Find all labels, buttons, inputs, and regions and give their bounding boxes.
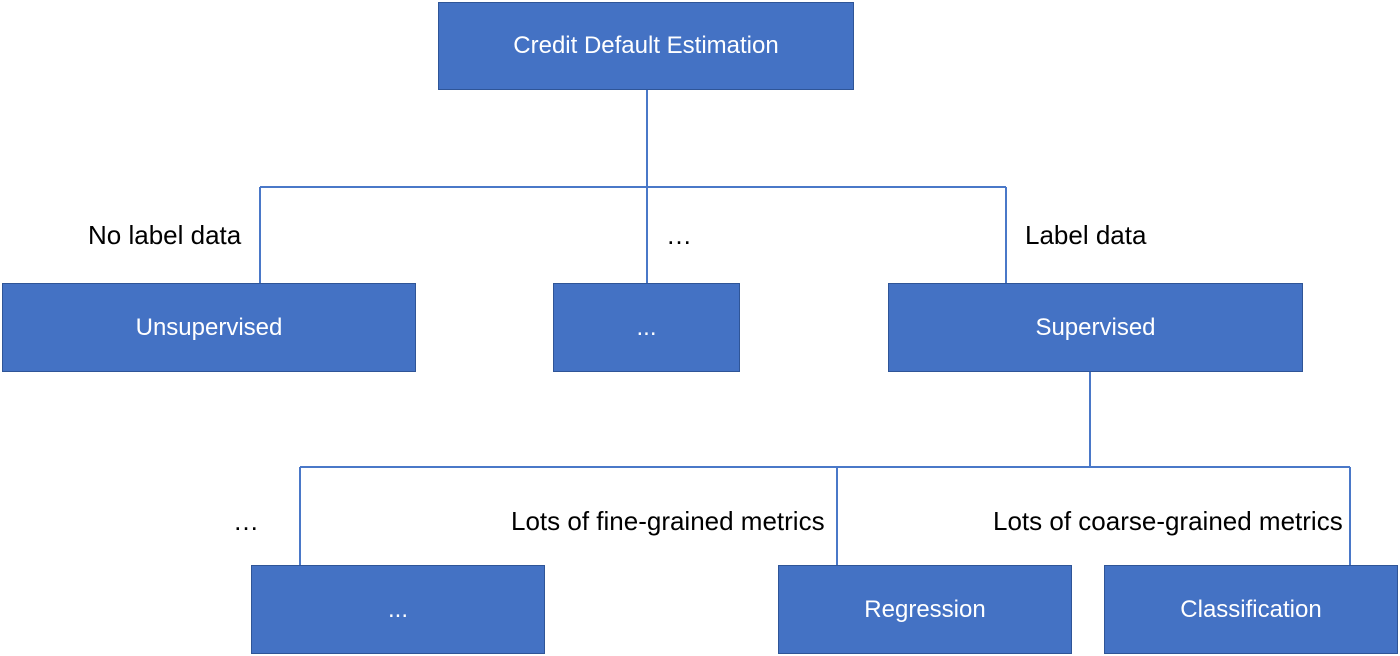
edge-label-fine-grained: Lots of fine-grained metrics xyxy=(511,506,825,536)
edge-label-label-data: Label data xyxy=(1025,220,1147,250)
supervised-node-label: Supervised xyxy=(1035,313,1156,341)
supervised-node: Supervised xyxy=(888,283,1303,372)
sub-other-node: ... xyxy=(251,565,545,654)
classification-node: Classification xyxy=(1104,565,1398,654)
regression-node: Regression xyxy=(778,565,1072,654)
unsupervised-node-label: Unsupervised xyxy=(135,313,283,341)
middle-node-label: ... xyxy=(636,313,657,341)
edge-label-coarse-grained: Lots of coarse-grained metrics xyxy=(993,506,1343,536)
edge-label-middle-ellipsis: … xyxy=(666,220,692,250)
classification-node-label: Classification xyxy=(1180,595,1322,623)
edge-label-sub-ellipsis: … xyxy=(233,506,259,536)
root-node: Credit Default Estimation xyxy=(438,2,854,90)
middle-node: ... xyxy=(553,283,740,372)
root-node-label: Credit Default Estimation xyxy=(513,32,779,59)
edge-label-no-label-data: No label data xyxy=(88,220,242,250)
sub-other-node-label: ... xyxy=(387,595,408,623)
unsupervised-node: Unsupervised xyxy=(2,283,416,372)
regression-node-label: Regression xyxy=(864,595,986,623)
